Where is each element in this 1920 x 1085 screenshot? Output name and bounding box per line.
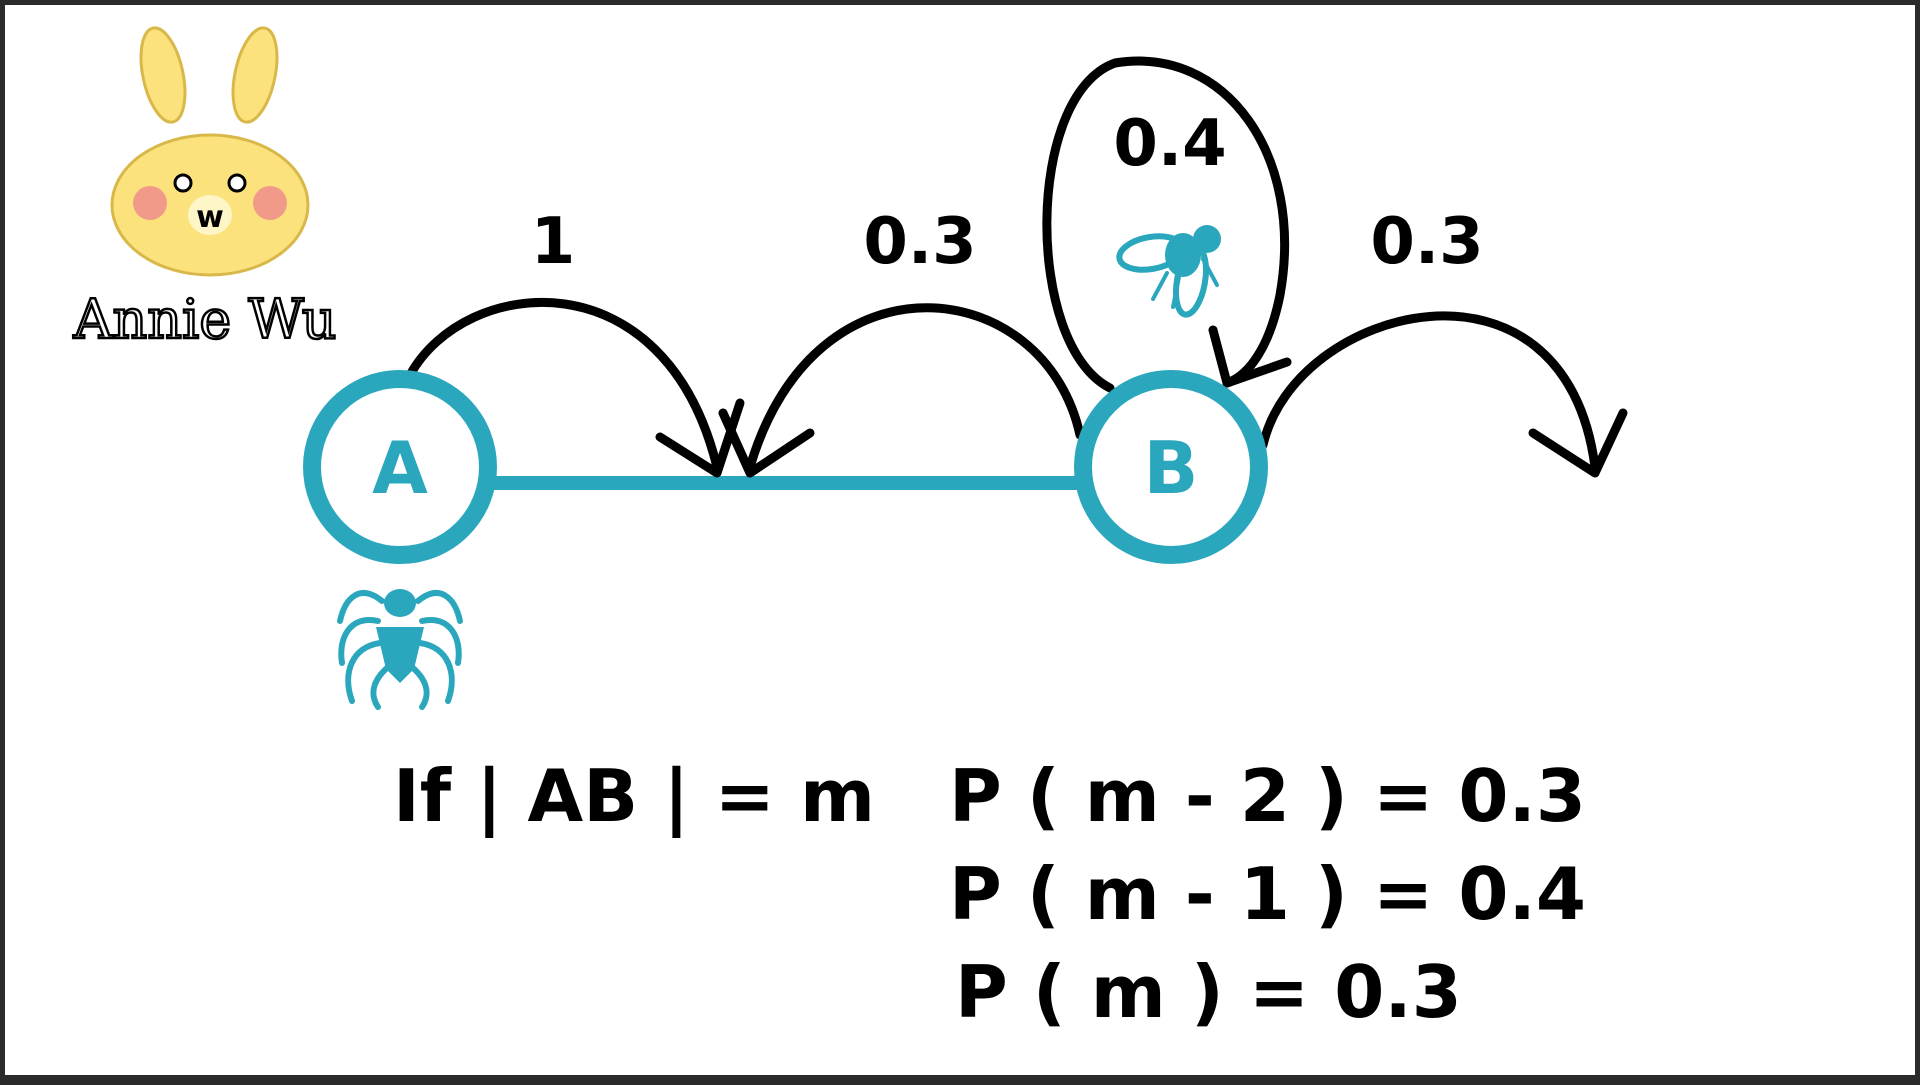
node-b — [1074, 370, 1268, 564]
arrowhead-b-self — [1208, 325, 1292, 388]
edge-label-b-forward: 0.3 — [1370, 205, 1483, 279]
equation-line-2: P ( m - 1 ) = 0.4 — [949, 852, 1586, 936]
edge-label-a-to-mid: 1 — [531, 205, 576, 279]
edge-label-b-self: 0.4 — [1113, 107, 1226, 181]
arc-b-forward — [1258, 311, 1600, 472]
diagram-canvas: w Annie Wu A B 1 0.3 0.4 0.3 — [71, 26, 1628, 710]
arc-b-to-mid — [745, 303, 1085, 472]
mascot-mouth-text: w — [196, 200, 224, 235]
mascot-logo: w — [110, 26, 310, 277]
equation-line-3: P ( m ) = 0.3 — [955, 950, 1462, 1034]
arc-a-to-mid — [405, 298, 722, 472]
watermark-text: Annie Wu — [72, 288, 336, 351]
fly-icon — [1116, 225, 1221, 318]
node-b-label: B — [1144, 426, 1199, 510]
arrowhead-b-forward — [1528, 408, 1628, 478]
loop-b-self — [1042, 56, 1289, 393]
node-a-label: A — [372, 426, 428, 510]
node-a — [303, 370, 497, 564]
equation-line-1: P ( m - 2 ) = 0.3 — [949, 754, 1586, 838]
edge-label-b-to-mid: 0.3 — [863, 205, 976, 279]
spider-icon — [337, 589, 463, 710]
arrowhead-b-to-mid — [718, 408, 815, 478]
equation-condition: If | AB | = m — [393, 754, 875, 838]
